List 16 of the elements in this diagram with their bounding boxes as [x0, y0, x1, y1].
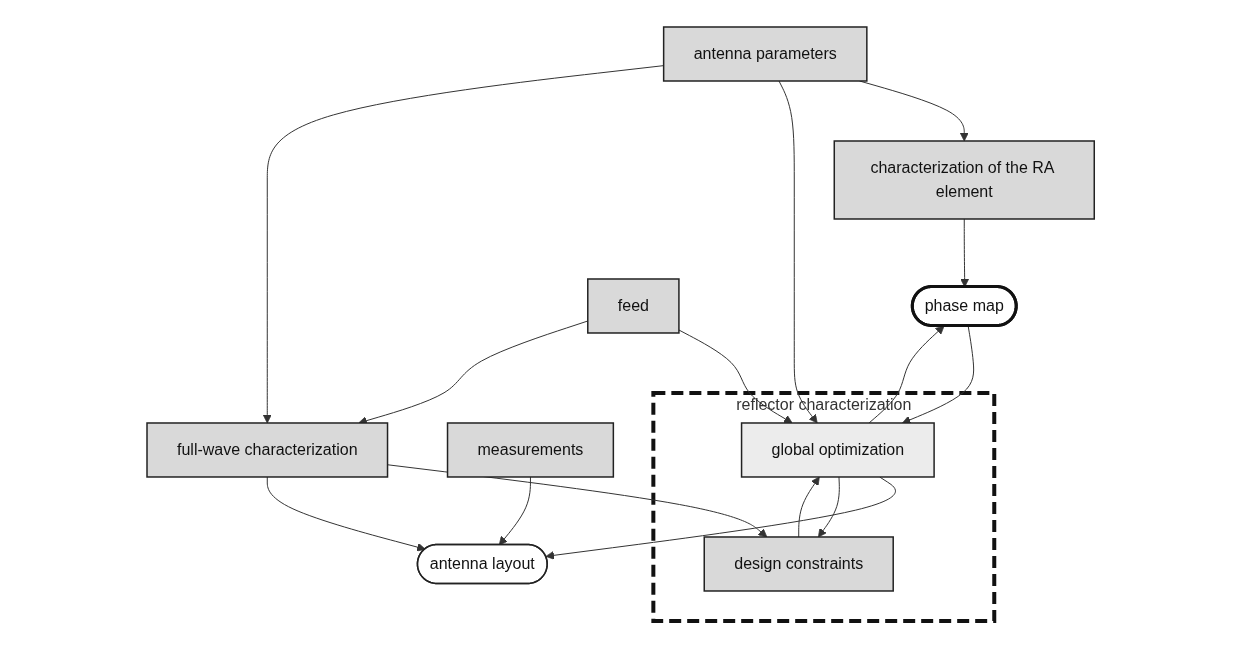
node-box: characterization of the RA element [833, 140, 1096, 220]
arrow [868, 325, 945, 424]
arrow [798, 476, 821, 538]
arrow [545, 476, 897, 560]
arrow [902, 325, 975, 424]
arrow [263, 65, 665, 424]
node-box: global optimization [741, 422, 936, 478]
node-box: design constraints [703, 536, 895, 592]
arrow [499, 476, 532, 546]
node-box: measurements [447, 422, 615, 478]
node-box: full-wave characterization [146, 422, 389, 478]
arrow [818, 476, 841, 538]
arrow [267, 476, 427, 552]
arrow [778, 80, 818, 424]
node-box: feed [587, 278, 681, 334]
node-box: antenna parameters [663, 26, 868, 82]
